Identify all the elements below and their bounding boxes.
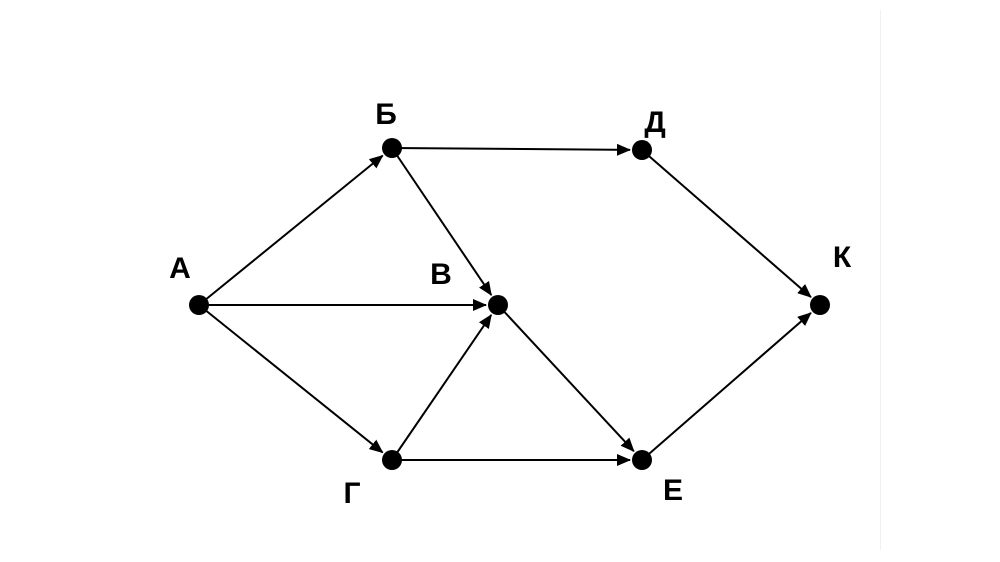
node-D <box>632 140 652 160</box>
node-label-B: Б <box>375 98 397 131</box>
node-label-A: А <box>169 252 191 285</box>
edge-A-B <box>198 154 384 306</box>
node-B <box>382 138 402 158</box>
node-K <box>810 295 830 315</box>
edge-D-K <box>641 149 812 298</box>
edge-A-G <box>198 304 384 454</box>
edge-B-V <box>391 147 493 296</box>
node-G <box>382 450 402 470</box>
node-label-K: К <box>833 241 852 274</box>
node-E <box>632 450 652 470</box>
edge-G-V <box>391 314 493 461</box>
node-A <box>189 295 209 315</box>
edge-E-K <box>641 312 812 461</box>
node-label-E: Е <box>663 474 683 507</box>
node-label-D: Д <box>644 106 665 139</box>
edge-V-E <box>497 304 635 452</box>
node-label-V: В <box>430 258 452 291</box>
node-V <box>488 295 508 315</box>
node-label-G: Г <box>343 477 360 510</box>
edge-B-D <box>391 143 632 156</box>
divider-line <box>880 10 881 550</box>
